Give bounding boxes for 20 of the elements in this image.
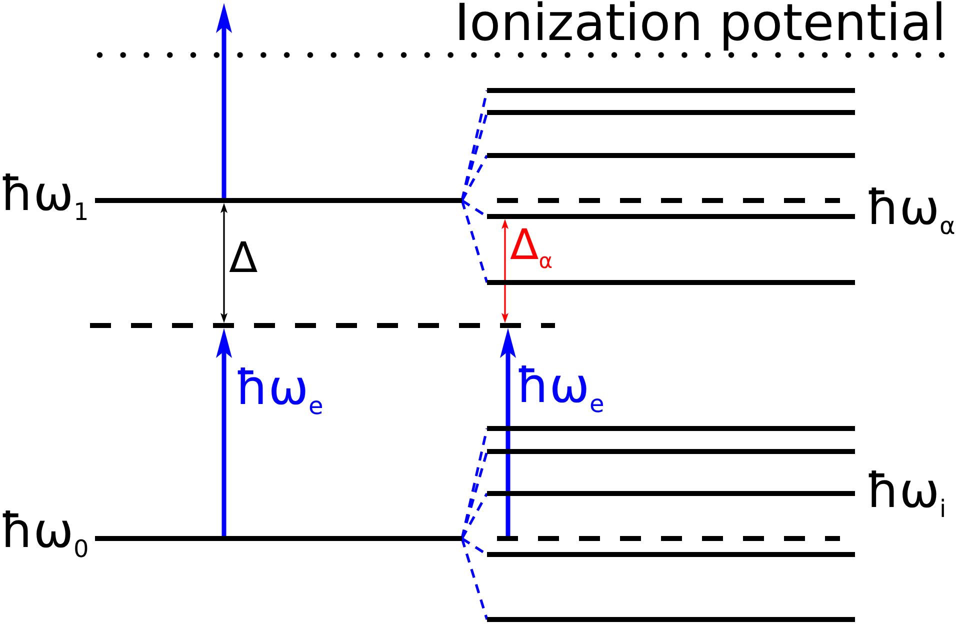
- level-label: Ionization potential: [454, 0, 946, 49]
- dashed-connector: [460, 492, 488, 540]
- double-arrow: [502, 219, 508, 323]
- level-label: ħω$_{1}$: [0, 170, 89, 218]
- edge-label: Δ: [229, 237, 258, 279]
- dashed-connector: [460, 200, 488, 283]
- arrow: [216, 3, 232, 198]
- level-label: ħω$_{α}$: [866, 184, 956, 232]
- edge-label: Δ$_{α}$: [510, 224, 553, 266]
- dashed-connector: [460, 112, 488, 201]
- edge-label: ħω$_{e}$: [235, 364, 324, 412]
- dashed-connector: [460, 451, 488, 539]
- double-arrow: [220, 203, 228, 323]
- level-label: ħω$_{i}$: [866, 467, 946, 515]
- arrow: [216, 328, 232, 536]
- dashed-connector: [460, 538, 488, 620]
- dashed-connector: [460, 154, 488, 202]
- edge-label: ħω$_{e}$: [516, 362, 604, 410]
- level-label: ħω$_{0}$: [0, 507, 89, 555]
- arrow: [500, 328, 516, 536]
